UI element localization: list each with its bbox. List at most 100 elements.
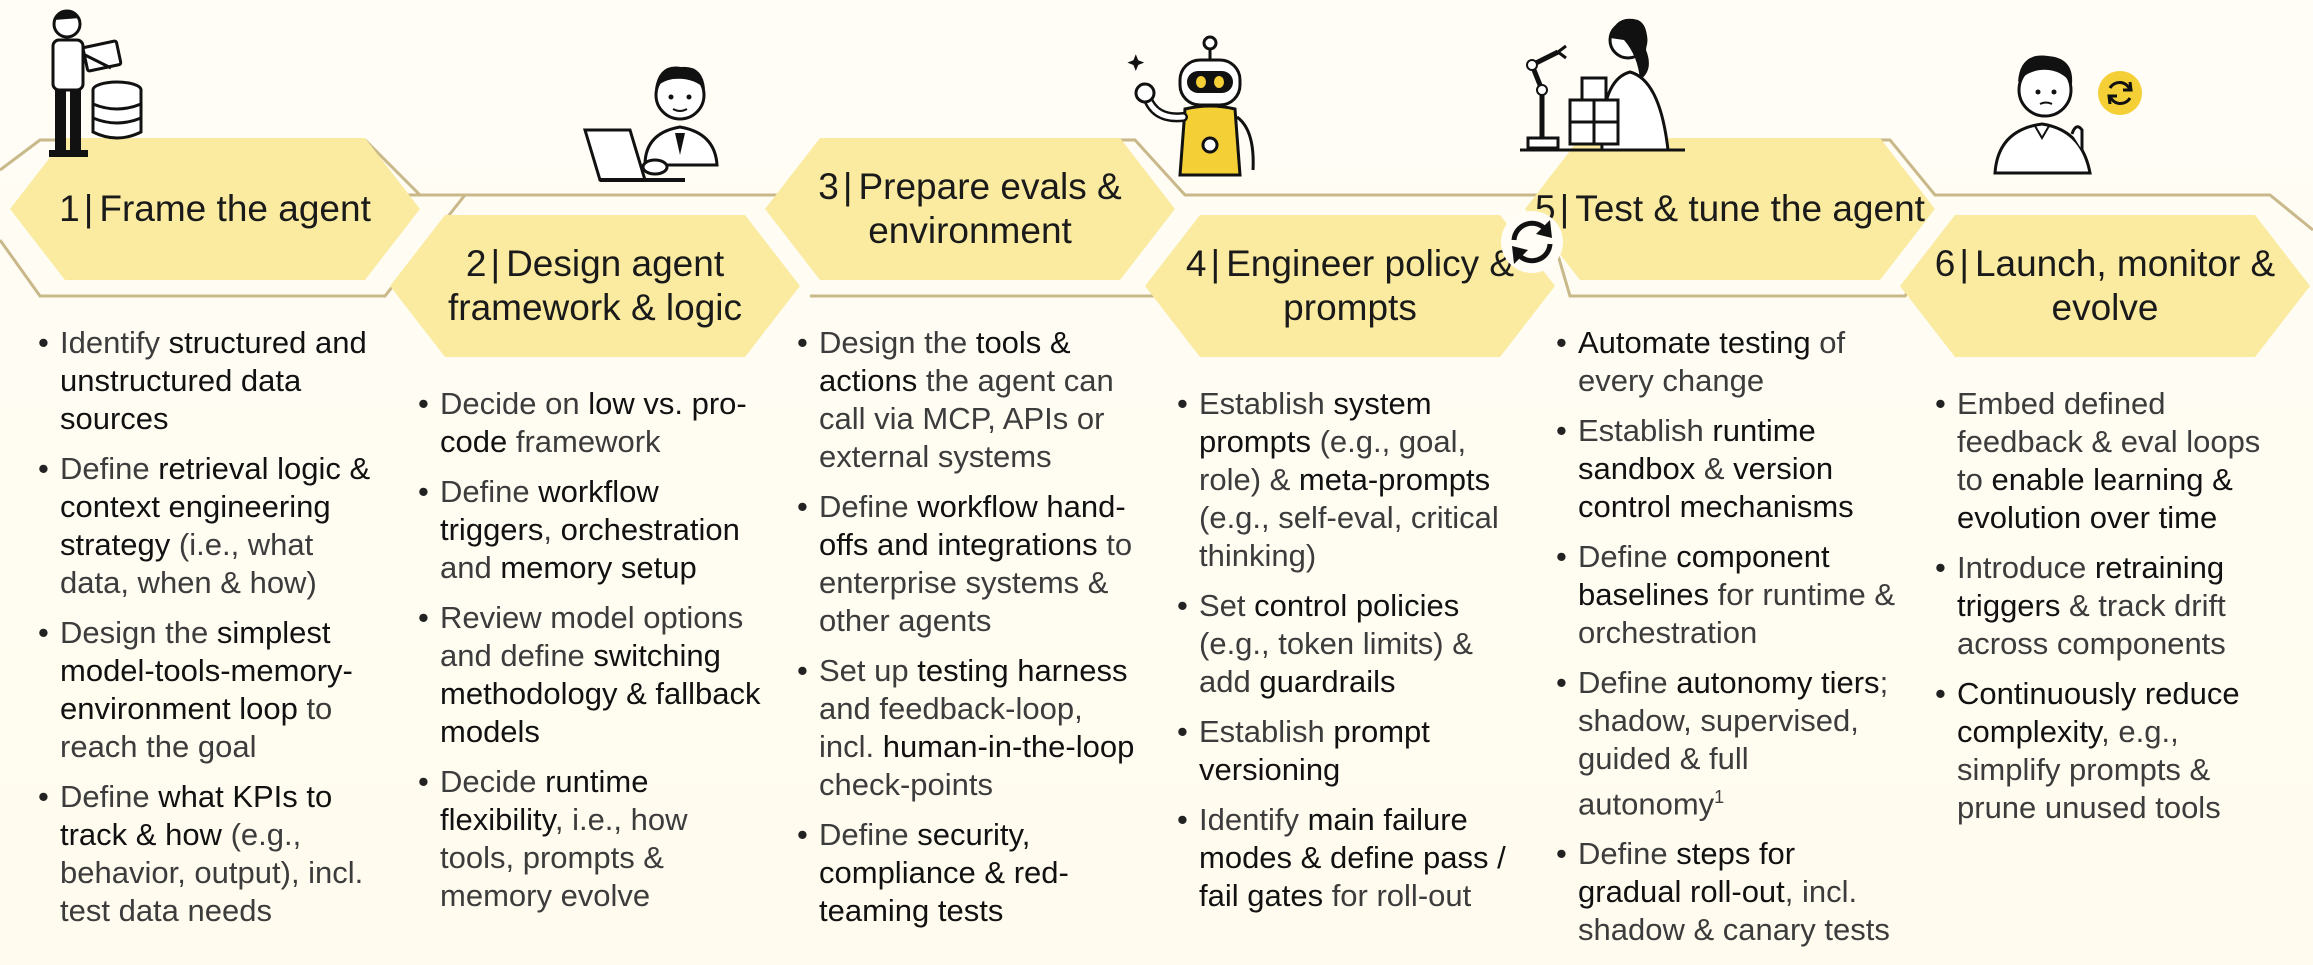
divider: | bbox=[1559, 188, 1570, 229]
bullet-text: ; shadow, supervised, guided & full auto… bbox=[1578, 665, 1889, 822]
bullet-item: Establish runtime sandbox & version cont… bbox=[1556, 412, 1896, 526]
bullet-highlight-text: Continuously reduce complexity bbox=[1957, 676, 2240, 749]
bullet-highlight-text: prompt versioning bbox=[1199, 714, 1430, 787]
step-3-bullets: Design the tools & actions the agent can… bbox=[797, 324, 1142, 942]
bullet-highlight-text: simplest model-tools-memory-environment … bbox=[60, 615, 353, 726]
step-4-hexagon: 4|Engineer policy & prompts bbox=[1145, 215, 1555, 357]
hexagon-shape bbox=[765, 138, 1175, 280]
sync-arrows-icon bbox=[1501, 211, 1563, 273]
bullet-text: for runtime & orchestration bbox=[1578, 577, 1896, 650]
bullet-text: , e.g., simplify prompts & prune unused … bbox=[1957, 714, 2221, 825]
bullet-highlight-text: control policies bbox=[1254, 588, 1460, 623]
step-3-hexagon: 3|Prepare evals & environment bbox=[765, 138, 1175, 280]
bullet-text: the agent can call via MCP, APIs or exte… bbox=[819, 363, 1114, 474]
waving-robot-illustration bbox=[1127, 35, 1255, 177]
hexagon-shape bbox=[1900, 215, 2310, 357]
bullet-highlight-text: guardrails bbox=[1259, 664, 1396, 699]
step-6-bullets: Embed defined feedback & eval loops to e… bbox=[1935, 385, 2265, 839]
bullet-highlight-text: main failure modes & define pass / fail … bbox=[1199, 802, 1506, 913]
bullet-highlight-text: security, compliance & red-teaming tests bbox=[819, 817, 1069, 928]
bullet-text: Define bbox=[440, 474, 539, 509]
bullet-item: Automate testing of every change bbox=[1556, 324, 1896, 400]
footnote-marker: 1 bbox=[1714, 787, 1725, 807]
step-5-bullets: Automate testing of every changeEstablis… bbox=[1556, 324, 1896, 961]
bullet-text: , bbox=[543, 512, 561, 547]
bullet-text: Design the bbox=[60, 615, 217, 650]
step-number: 6 bbox=[1934, 243, 1956, 284]
bullet-highlight-text: autonomy tiers bbox=[1676, 665, 1880, 700]
bullet-item: Design the simplest model-tools-memory-e… bbox=[38, 614, 378, 766]
bullet-text: Define bbox=[819, 489, 918, 524]
bullet-highlight-text: switching methodology & fallback models bbox=[440, 638, 761, 749]
bullet-text: (e.g., goal, role) & bbox=[1199, 424, 1467, 497]
bullet-highlight-text: retrieval logic & context engineering st… bbox=[60, 451, 371, 562]
step-2-bullets: Decide on low vs. pro-code frameworkDefi… bbox=[418, 385, 763, 927]
bullet-text: Establish bbox=[1578, 413, 1713, 448]
bullet-item: Define workflow hand-offs and integratio… bbox=[797, 488, 1142, 640]
bullet-item: Identify structured and unstructured dat… bbox=[38, 324, 378, 438]
step-1-bullets: Identify structured and unstructured dat… bbox=[38, 324, 378, 942]
bullet-item: Define workflow triggers, orchestration … bbox=[418, 473, 763, 587]
bullet-item: Establish system prompts (e.g., goal, ro… bbox=[1177, 385, 1517, 575]
bullet-text: Define bbox=[60, 451, 159, 486]
divider: | bbox=[1959, 243, 1969, 284]
bullet-text: Identify bbox=[60, 325, 169, 360]
bullet-item: Design the tools & actions the agent can… bbox=[797, 324, 1142, 476]
bullet-text: Define bbox=[819, 817, 918, 852]
bullet-text: Decide bbox=[440, 764, 546, 799]
bullet-text: for roll-out bbox=[1323, 878, 1472, 913]
bullet-text: Define bbox=[1578, 665, 1677, 700]
bullet-text: Introduce bbox=[1957, 550, 2095, 585]
step-number: 1 bbox=[59, 188, 80, 229]
bullet-item: Define retrieval logic & context enginee… bbox=[38, 450, 378, 602]
bullet-item: Define what KPIs to track & how (e.g., b… bbox=[38, 778, 378, 930]
step-title: Engineer policy & prompts bbox=[1226, 243, 1515, 328]
bullet-highlight-text: enable learning & evolution over time bbox=[1957, 462, 2233, 535]
bullet-item: Set up testing harness and feedback-loop… bbox=[797, 652, 1142, 804]
bullet-text: and feedback-loop, incl. bbox=[819, 691, 1083, 764]
bullet-text: Identify bbox=[1199, 802, 1308, 837]
bullet-highlight-text: runtime flexibility bbox=[440, 764, 649, 837]
person-with-laptop-and-database-illustration bbox=[49, 9, 143, 157]
step-title: Frame the agent bbox=[99, 188, 371, 229]
hexagon-shape bbox=[1525, 138, 1935, 280]
bullet-highlight-text: what KPIs to track & how bbox=[60, 779, 333, 852]
bullet-text: Set bbox=[1199, 588, 1255, 623]
bullet-text: Establish bbox=[1199, 714, 1334, 749]
step-title: Design agent framework & logic bbox=[447, 243, 743, 328]
bullet-text: (e.g., behavior, output), incl. test dat… bbox=[60, 817, 364, 928]
bullet-text: , incl. shadow & canary tests bbox=[1578, 874, 1890, 948]
bullet-highlight-text: tools & actions bbox=[819, 325, 1071, 398]
bullet-text: Decide on bbox=[440, 386, 589, 421]
bullet-highlight-text: structured and unstructured data sources bbox=[60, 325, 367, 436]
divider: | bbox=[490, 243, 501, 284]
bullet-highlight-text: Automate testing bbox=[1578, 325, 1811, 360]
bullet-text: & track drift across components bbox=[1957, 588, 2226, 661]
bullet-item: Decide runtime flexibility, i.e., how to… bbox=[418, 763, 763, 915]
step-1-hexagon: 1|Frame the agent bbox=[10, 138, 420, 280]
divider: | bbox=[842, 166, 853, 207]
bullet-highlight-text: human-in-the-loop bbox=[882, 729, 1135, 764]
hexagon-shape bbox=[1145, 215, 1555, 357]
step-5-hexagon: 5|Test & tune the agent bbox=[1525, 138, 1935, 280]
bullet-highlight-text: component baselines bbox=[1578, 539, 1830, 612]
bullet-text: Define bbox=[1578, 539, 1677, 574]
bullet-highlight-text: system prompts bbox=[1199, 386, 1432, 459]
bullet-highlight-text: version control mechanisms bbox=[1578, 451, 1854, 524]
bullet-highlight-text: workflow hand-offs and integrations bbox=[819, 489, 1126, 562]
bullet-item: Decide on low vs. pro-code framework bbox=[418, 385, 763, 461]
thinking-person-with-refresh-icon-illustration bbox=[1993, 55, 2142, 175]
bullet-highlight-text: workflow triggers bbox=[440, 474, 659, 547]
bullet-text: framework bbox=[507, 424, 661, 459]
step-4-bullets: Establish system prompts (e.g., goal, ro… bbox=[1177, 385, 1517, 927]
bullet-highlight-text: low vs. pro-code bbox=[440, 386, 747, 459]
bullet-item: Define steps for gradual roll-out, incl.… bbox=[1556, 835, 1896, 949]
bullet-text: check-points bbox=[819, 767, 994, 802]
bullet-text: to reach the goal bbox=[60, 691, 333, 764]
bullet-item: Define autonomy tiers; shadow, supervise… bbox=[1556, 664, 1896, 823]
bullet-text: Design the bbox=[819, 325, 976, 360]
bullet-item: Define component baselines for runtime &… bbox=[1556, 538, 1896, 652]
bullet-text: Set up bbox=[819, 653, 918, 688]
person-typing-on-laptop-illustration bbox=[582, 66, 719, 182]
bullet-text: and bbox=[440, 550, 501, 585]
